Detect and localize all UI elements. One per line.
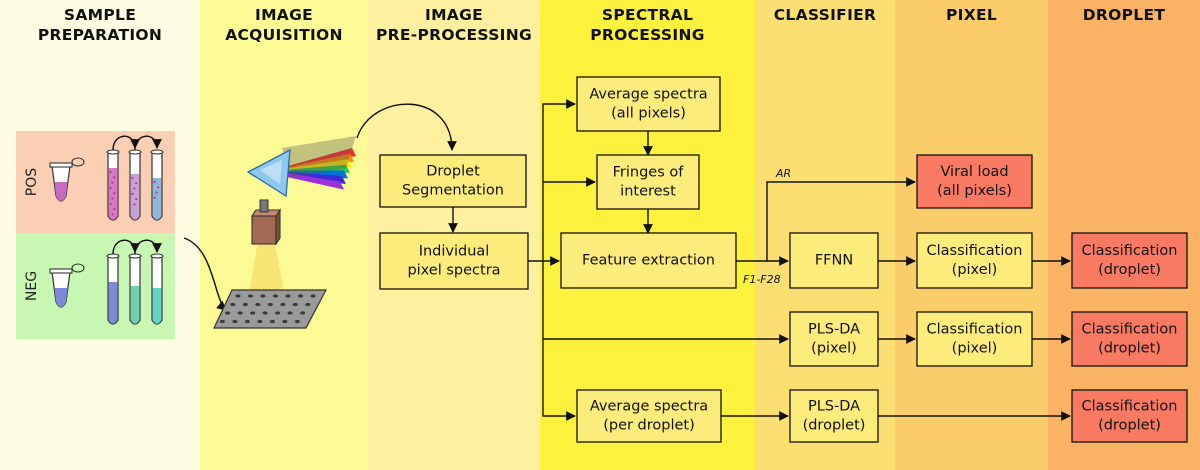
- substrate-slide-icon: [213, 289, 327, 329]
- pos-tube-3-icon: [150, 149, 164, 221]
- sample-to-substrate-arrow: [183, 237, 227, 311]
- prism-spectrum-icon: [246, 136, 356, 198]
- box-clf-drop-3-shape: [1071, 389, 1188, 443]
- box-feature: Feature extraction: [560, 232, 737, 289]
- light-beam: [248, 240, 286, 300]
- box-clf-pixel-2-shape: [916, 311, 1033, 367]
- box-avg-drop-shape: [576, 389, 722, 443]
- box-avg-all-shape: [576, 76, 721, 132]
- box-clf-drop-1-label: Classification: [1082, 243, 1178, 259]
- column-title-pixel: PIXEL: [946, 6, 997, 24]
- box-plsda-pixel-shape: [789, 311, 879, 367]
- box-clf-drop-3-label: (droplet): [1098, 418, 1161, 434]
- edge-label-ar: AR: [775, 167, 791, 180]
- acquisition-to-segmentation-arrow: [356, 103, 457, 151]
- camera-icon: [250, 199, 282, 246]
- column-title-sample: SAMPLE: [64, 6, 136, 24]
- pos-eppendorf-icon: [49, 157, 85, 202]
- box-clf-drop-2-label: Classification: [1082, 322, 1178, 338]
- box-fringes-label: Fringes of: [613, 165, 685, 181]
- neg-tube-1-icon: [106, 253, 120, 325]
- box-clf-drop-1-label: (droplet): [1098, 262, 1161, 278]
- neg-sample-panel: [16, 233, 175, 339]
- box-clf-pixel-2: Classification (pixel): [916, 311, 1033, 367]
- column-title-spec: SPECTRAL: [602, 6, 693, 24]
- box-individual-shape: [379, 232, 529, 290]
- branch-to-avg-drop-edge: [542, 261, 576, 421]
- box-plsda-drop-shape: [789, 389, 879, 443]
- neg-tube-3-icon: [150, 253, 164, 325]
- box-plsda-drop: PLS-DA (droplet): [789, 389, 879, 443]
- box-clf-pixel-1-shape: [916, 232, 1033, 289]
- box-viral-label: Viral load: [940, 164, 1008, 180]
- box-fringes-shape: [596, 154, 700, 210]
- box-avg-all-label: (all pixels): [611, 106, 686, 122]
- neg-dilution-arrow-1: [112, 239, 140, 255]
- box-plsda-pixel: PLS-DA (pixel): [789, 311, 879, 367]
- column-title-droplet: DROPLET: [1083, 6, 1166, 24]
- box-clf-drop-2: Classification (droplet): [1071, 311, 1188, 367]
- column-title-sample: PREPARATION: [38, 26, 162, 44]
- box-clf-drop-3: Classification (droplet): [1071, 389, 1188, 443]
- box-feature-label: Feature extraction: [582, 253, 715, 269]
- box-clf-drop-3-label: Classification: [1082, 399, 1178, 415]
- box-segmentation-shape: [379, 154, 527, 208]
- box-individual-label: Individual: [419, 244, 490, 260]
- pos-sample-panel: [16, 131, 175, 233]
- box-fringes-label: interest: [620, 184, 676, 200]
- box-viral: Viral load (all pixels): [916, 154, 1033, 209]
- box-segmentation-label: Droplet: [426, 164, 480, 180]
- box-avg-all: Average spectra (all pixels): [576, 76, 721, 132]
- branch-to-avg-all-edge: [542, 99, 576, 261]
- pos-dilution-arrow-1: [112, 135, 140, 151]
- box-avg-drop: Average spectra (per droplet): [576, 389, 722, 443]
- box-clf-pixel-2-label: Classification: [927, 322, 1023, 338]
- box-avg-drop-label: (per droplet): [603, 418, 695, 434]
- column-title-spec: PROCESSING: [590, 26, 705, 44]
- pos-label: POS: [24, 168, 40, 196]
- box-individual-label: pixel spectra: [407, 263, 500, 279]
- column-title-pre: PRE-PROCESSING: [376, 26, 532, 44]
- box-feature-shape: [560, 232, 737, 289]
- column-band-acq: [200, 0, 368, 470]
- box-clf-pixel-1: Classification (pixel): [916, 232, 1033, 289]
- box-ffnn-shape: [789, 232, 879, 289]
- box-segmentation-label: Segmentation: [402, 183, 504, 199]
- edge-label-features: F1-F28: [743, 273, 781, 286]
- column-title-acq: ACQUISITION: [225, 26, 343, 44]
- box-fringes: Fringes of interest: [596, 154, 700, 210]
- column-title-clf: CLASSIFIER: [774, 6, 877, 24]
- column-title-pre: IMAGE: [425, 6, 483, 24]
- box-clf-pixel-1-label: Classification: [927, 243, 1023, 259]
- box-plsda-pixel-label: (pixel): [811, 341, 857, 357]
- neg-eppendorf-icon: [49, 263, 85, 308]
- box-clf-drop-1-shape: [1071, 232, 1188, 289]
- pos-tube-1-icon: [106, 149, 120, 221]
- box-clf-drop-2-shape: [1071, 311, 1188, 367]
- box-plsda-pixel-label: PLS-DA: [808, 322, 860, 338]
- feature-to-viral-edge: [766, 177, 916, 261]
- pos-tube-2-icon: [128, 149, 142, 221]
- box-ffnn: FFNN: [789, 232, 879, 289]
- box-avg-drop-label: Average spectra: [590, 399, 708, 415]
- box-viral-label: (all pixels): [937, 183, 1012, 199]
- box-plsda-drop-label: PLS-DA: [808, 399, 860, 415]
- box-viral-shape: [916, 154, 1033, 209]
- box-clf-drop-1: Classification (droplet): [1071, 232, 1188, 289]
- box-individual: Individual pixel spectra: [379, 232, 529, 290]
- neg-tube-2-icon: [128, 253, 142, 325]
- box-clf-pixel-2-label: (pixel): [952, 341, 998, 357]
- pos-dilution-arrow-2: [134, 135, 162, 151]
- box-avg-all-label: Average spectra: [589, 87, 707, 103]
- box-plsda-drop-label: (droplet): [803, 418, 866, 434]
- neg-label: NEG: [24, 271, 40, 301]
- column-title-acq: IMAGE: [255, 6, 313, 24]
- box-clf-drop-2-label: (droplet): [1098, 341, 1161, 357]
- box-ffnn-label: FFNN: [815, 253, 853, 269]
- box-clf-pixel-1-label: (pixel): [952, 262, 998, 278]
- neg-dilution-arrow-2: [134, 239, 162, 255]
